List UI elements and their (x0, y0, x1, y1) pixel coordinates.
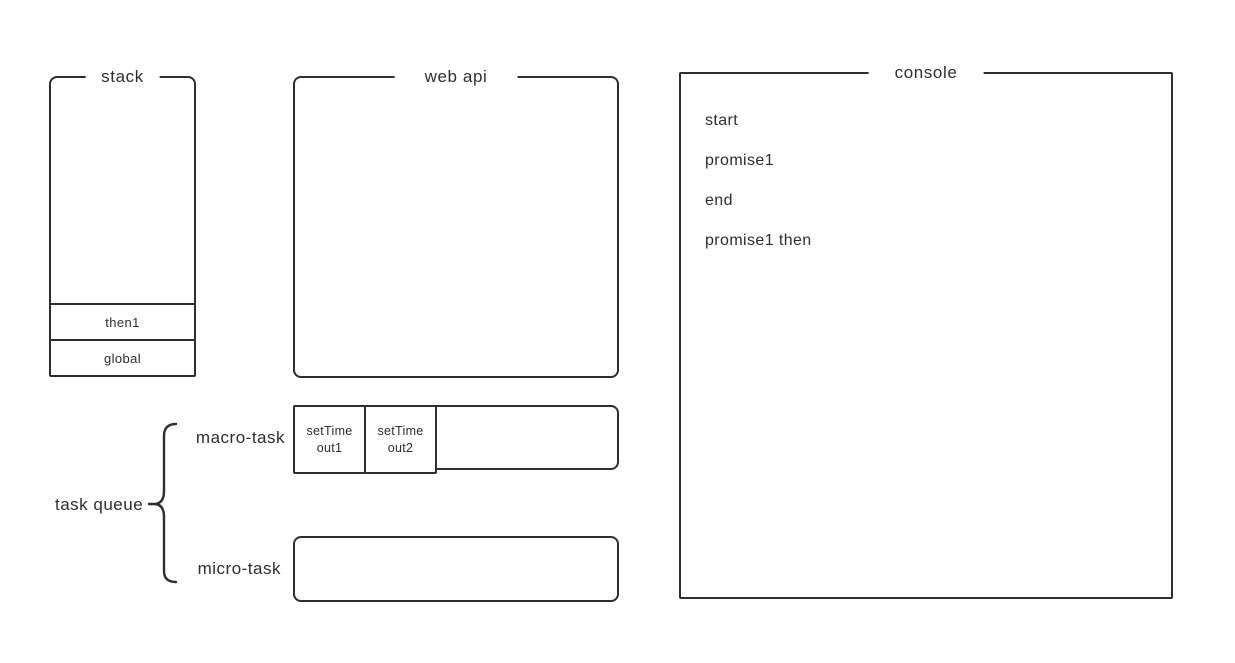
console-log-line: end (705, 192, 733, 209)
stack-title: stack (85, 66, 160, 88)
macro-task-queue: setTime out1 setTime out2 (293, 405, 619, 474)
micro-task-queue (293, 536, 619, 602)
macro-task-item-settimeout1: setTime out1 (293, 405, 366, 474)
web-api-panel: web api (293, 66, 619, 378)
console-log-line: promise1 then (705, 232, 812, 249)
stack-panel: stack then1 global (49, 66, 196, 377)
console-title: console (868, 62, 984, 84)
macro-task-label: macro-task (195, 427, 285, 447)
console-log-line: start (705, 112, 739, 129)
stack-frame-then1: then1 (51, 303, 194, 339)
console-log-list: start promise1 end promise1 then (681, 74, 1171, 261)
stack-frame-global: global (51, 339, 194, 375)
task-queue-label: task queue (55, 495, 144, 514)
console-panel: console start promise1 end promise1 then (679, 62, 1173, 599)
macro-task-item-settimeout2: setTime out2 (364, 405, 437, 474)
web-api-title: web api (394, 66, 518, 88)
console-log-line: promise1 (705, 152, 775, 169)
micro-task-label: micro-task (197, 559, 281, 578)
task-queue-brace (147, 422, 178, 584)
